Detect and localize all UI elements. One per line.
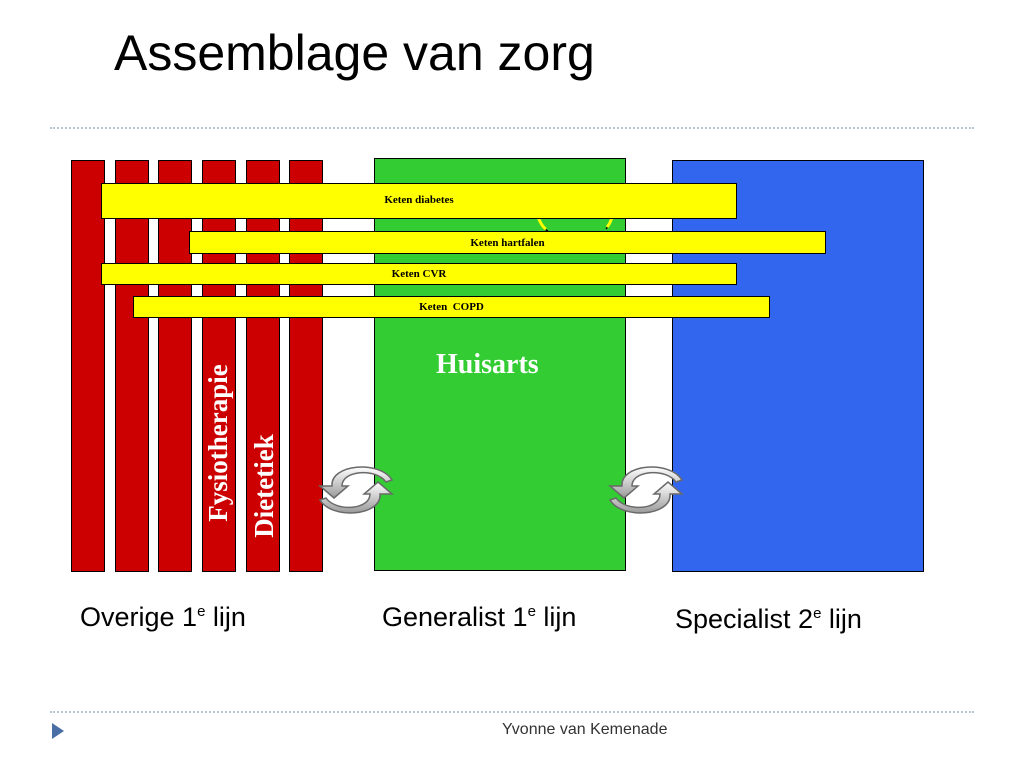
- label-dietetiek: Dietetiek: [249, 434, 279, 538]
- label-huisarts: Huisarts: [436, 349, 539, 380]
- overige-bar-5: [246, 160, 280, 572]
- overige-bar-1: [71, 160, 105, 572]
- caption-specialist: Specialist 2e lijn: [675, 604, 862, 635]
- chain-hartfalen-label: Keten hartfalen: [470, 236, 545, 249]
- chain-copd-label: Keten COPD: [419, 301, 484, 313]
- top-divider: [50, 127, 974, 129]
- chain-hartfalen: Keten hartfalen: [189, 231, 826, 254]
- overige-bar-6: [289, 160, 323, 572]
- slide-title: Assemblage van zorg: [114, 25, 595, 81]
- overige-bar-2: [115, 160, 149, 572]
- chain-cvr-label: Keten CVR: [391, 268, 447, 280]
- caption-overige-base: Overige 1: [80, 602, 198, 632]
- chain-copd: Keten COPD: [133, 296, 770, 318]
- triangle-right-icon: [52, 723, 64, 739]
- overige-bar-4: [202, 160, 236, 572]
- cycle-arrows-icon: [317, 466, 395, 514]
- caption-specialist-sup: e: [813, 605, 822, 622]
- label-fysiotherapie: Fysiotherapie: [203, 364, 233, 522]
- caption-overige-sup: e: [197, 603, 206, 620]
- generalist-column: [374, 158, 626, 571]
- caption-specialist-base: Specialist 2: [675, 604, 814, 634]
- footer-author: Yvonne van Kemenade: [502, 721, 668, 738]
- caption-generalist-sup: e: [527, 603, 536, 620]
- caption-generalist-base: Generalist 1: [382, 602, 528, 632]
- chain-diabetes-label: Keten diabetes: [384, 194, 454, 206]
- overige-bar-3: [158, 160, 192, 572]
- cycle-arrows-icon: [607, 466, 685, 514]
- caption-generalist-rest: lijn: [535, 602, 577, 632]
- chain-diabetes: Keten diabetes: [101, 183, 737, 219]
- caption-generalist: Generalist 1e lijn: [382, 602, 576, 633]
- bottom-divider: [50, 711, 974, 713]
- caption-overige: Overige 1e lijn: [80, 602, 246, 633]
- caption-overige-rest: lijn: [205, 602, 246, 632]
- caption-specialist-rest: lijn: [821, 604, 862, 634]
- chain-cvr: Keten CVR: [101, 263, 737, 285]
- specialist-column: [672, 160, 924, 572]
